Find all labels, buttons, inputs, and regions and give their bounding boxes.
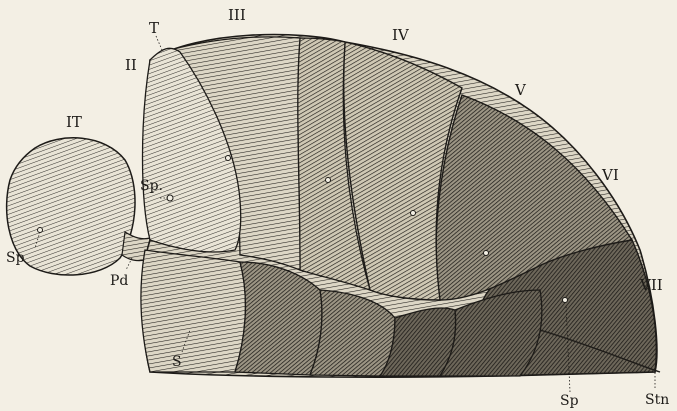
label-it: IT: [66, 113, 82, 131]
spiracle-iv: [326, 178, 331, 183]
leader-t: [156, 36, 162, 50]
label-seg-iv: IV: [392, 26, 410, 44]
spiracle-vi: [484, 251, 489, 256]
spiracle-v: [411, 211, 416, 216]
label-t: T: [149, 19, 159, 37]
spiracle-lower: [563, 298, 568, 303]
label-sp-upper: Sp.: [140, 178, 163, 194]
label-seg-vi: VI: [601, 166, 619, 184]
label-s: S: [172, 354, 182, 370]
label-pd: Pd: [110, 273, 128, 289]
label-sp-lower: Sp: [560, 393, 579, 409]
spiracle-iii: [226, 156, 231, 161]
label-seg-ii: II: [125, 56, 137, 74]
spiracle-left: [38, 228, 43, 233]
label-seg-v: V: [514, 81, 527, 99]
label-seg-iii: III: [228, 6, 246, 24]
sternite-1: [141, 250, 246, 372]
label-seg-vii: VII: [639, 276, 663, 294]
label-sp-left: Sp: [6, 250, 25, 266]
first-segment: [7, 138, 135, 275]
label-stn: Stn: [645, 392, 669, 408]
